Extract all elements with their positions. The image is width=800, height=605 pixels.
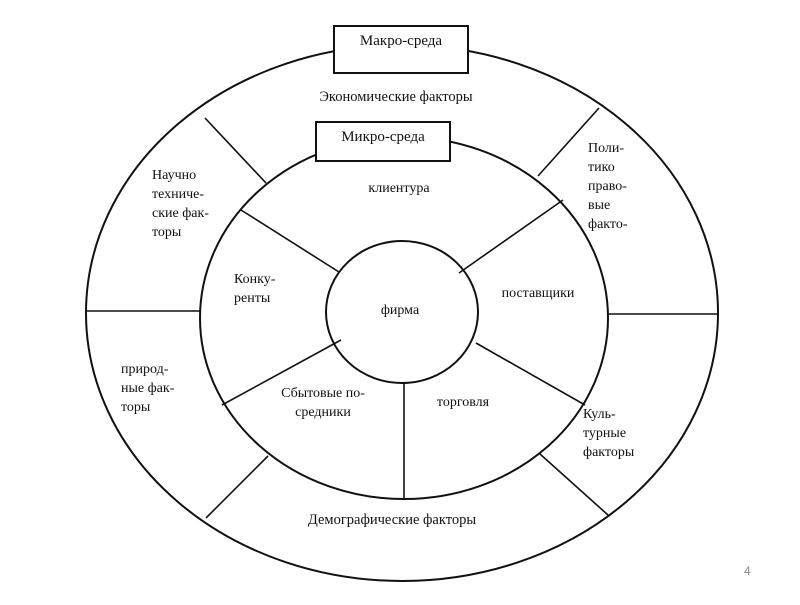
competitors-label: Конку-ренты (234, 272, 276, 306)
intermediaries-label-line: средники (295, 405, 351, 420)
micro-title-box (315, 121, 451, 162)
trade-label-line: торговля (437, 395, 490, 410)
scientific-factors-label: Научно техниче-ские фак-торы (152, 168, 209, 240)
clients-label: клиентура (368, 181, 430, 196)
natural-factors-label-line: ные фак- (121, 381, 175, 396)
clients-label-line: клиентура (368, 181, 430, 196)
micro-divider-upper-right (458, 199, 564, 274)
micro-divider-upper-left (240, 209, 340, 273)
cultural-factors-label-line: факторы (583, 445, 635, 460)
trade-label: торговля (437, 395, 490, 410)
macro-title-box (333, 25, 469, 74)
cultural-factors-label-line: турные (583, 426, 626, 441)
intermediaries-label-line: Сбытовые по- (281, 386, 365, 401)
natural-factors-label-line: торы (121, 400, 151, 415)
political-factors-label-line: тико (588, 160, 615, 175)
cultural-factors-label-line: Куль- (583, 407, 616, 422)
political-factors-label-line: факто- (588, 217, 628, 232)
micro-divider-lower-left (221, 339, 342, 406)
political-factors-label-line: право- (588, 179, 627, 194)
competitors-label-line: ренты (234, 291, 271, 306)
suppliers-label-line: поставщики (502, 286, 575, 301)
political-factors-label-line: вые (588, 198, 610, 213)
micro-divider-lower-right (475, 342, 586, 406)
political-factors-label-line: Поли- (588, 141, 624, 156)
natural-factors-label-line: природ- (121, 362, 169, 377)
demographic-factors-label-line: Демографические факторы (308, 512, 476, 528)
intermediaries-label: Сбытовые по-средники (281, 386, 365, 420)
competitors-label-line: Конку- (234, 272, 276, 287)
macro-title: Макро-среда (360, 33, 443, 49)
political-factors-label: Поли-тико право-вые факто- (588, 141, 628, 232)
suppliers-label: поставщики (502, 286, 575, 301)
natural-factors-label: природ-ные фак-торы (121, 362, 175, 415)
page-number: 4 (744, 564, 751, 578)
scientific-factors-label-line: торы (152, 225, 182, 240)
cultural-factors-label: Куль-турные факторы (583, 407, 635, 460)
scientific-factors-label-line: ские фак- (152, 206, 209, 221)
macro-divider-top-left (204, 117, 267, 184)
economic-factors-label: Экономические факторы (319, 89, 473, 105)
economic-factors-label-line: Экономические факторы (319, 89, 473, 105)
demographic-factors-label: Демографические факторы (308, 512, 476, 528)
firm-label: фирма (381, 303, 420, 318)
scientific-factors-label-line: Научно (152, 168, 196, 183)
scientific-factors-label-line: техниче- (152, 187, 204, 202)
macro-divider-bottom-right (539, 453, 609, 516)
macro-divider-top-right (537, 107, 600, 177)
firm-circle (325, 240, 479, 384)
macro-divider-bottom-left (205, 455, 269, 519)
micro-title: Микро-среда (341, 129, 425, 145)
